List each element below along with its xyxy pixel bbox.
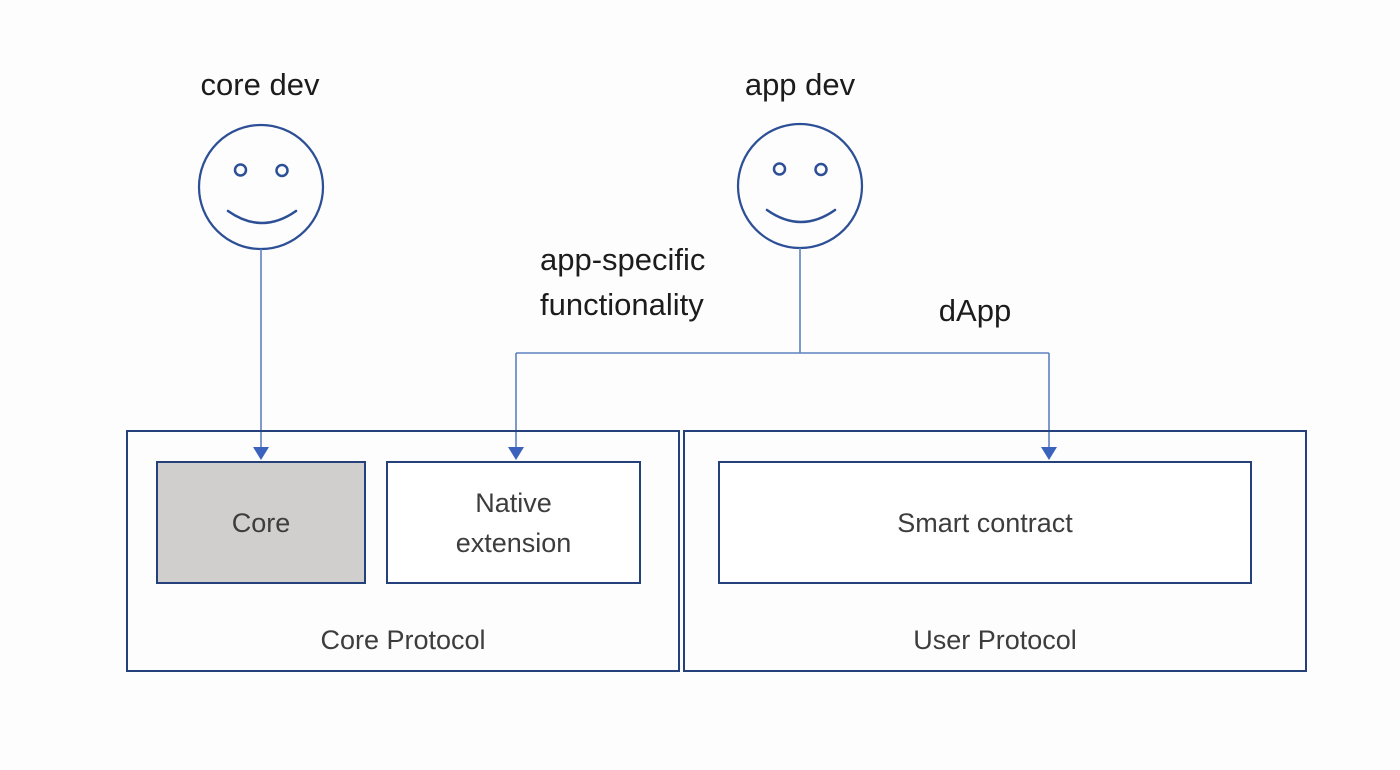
app-dev-mouth [765,208,837,224]
native-extension-line1: Native [475,487,552,518]
app-dev-face-icon [736,122,864,250]
app-dev-right-eye [814,162,828,177]
user-protocol-container: User Protocol [683,430,1307,672]
core-dev-arrowhead-icon [253,447,269,460]
native-extension-node-label: Native extension [456,483,572,563]
core-dev-head [197,123,325,251]
dapp-label: dApp [938,293,1012,328]
smart-contract-node-label: Smart contract [897,507,1073,538]
core-dev-right-eye [275,163,289,178]
core-node-label: Core [231,507,291,538]
core-node: Core [156,461,366,584]
native-extension-arrowhead-icon [508,447,524,460]
core-dev-mouth [226,209,298,225]
user-protocol-label: User Protocol [913,625,1077,655]
smart-contract-arrowhead-icon [1041,447,1057,460]
smart-contract-node: Smart contract [718,461,1252,584]
app-dev-left-eye [772,162,787,176]
core-protocol-container: Core Protocol [126,430,680,672]
core-dev-label: core dev [200,67,320,102]
core-protocol-label: Core Protocol [320,625,486,655]
app-specific-functionality-line1: app-specific [540,242,706,277]
app-specific-functionality-line2: functionality [540,287,704,322]
app-specific-functionality-label: app-specific functionality [540,237,705,327]
native-extension-line2: extension [455,527,572,558]
app-dev-head [736,122,864,250]
app-dev-label: app dev [744,67,856,102]
core-dev-face-icon [197,123,325,251]
core-dev-left-eye [233,163,248,177]
native-extension-node: Native extension [386,461,641,584]
